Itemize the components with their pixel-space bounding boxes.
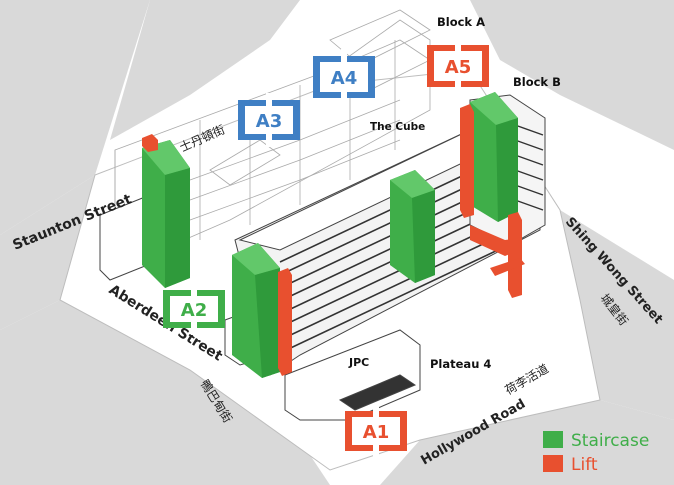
staircase-markers: [142, 92, 518, 378]
legend-lift-label: Lift: [571, 455, 598, 475]
label-jpc: JPC: [348, 356, 369, 369]
label-block-b: Block B: [513, 75, 561, 89]
label-block-a: Block A: [437, 15, 485, 29]
legend: Staircase Lift: [543, 431, 649, 475]
marker-a4-label: A4: [331, 68, 357, 89]
marker-a3: A3: [238, 93, 300, 147]
marker-a3-label: A3: [256, 111, 282, 132]
marker-a1-label: A1: [363, 422, 389, 443]
entrance-markers: A1 A2 A3 A4 A5: [163, 38, 489, 458]
lift-blockb: [460, 104, 474, 218]
marker-a2: A2: [163, 283, 225, 335]
legend-staircase-label: Staircase: [571, 431, 649, 451]
label-the-cube: The Cube: [370, 121, 425, 133]
staircase-centre: [232, 243, 280, 378]
lift-west: [142, 134, 158, 152]
marker-a5-label: A5: [445, 57, 471, 78]
lift-markers: [142, 104, 525, 376]
label-plateau-4: Plateau 4: [430, 357, 491, 371]
lift-centre: [278, 268, 292, 376]
marker-a4: A4: [313, 49, 375, 105]
lift-bridge: [470, 212, 525, 298]
marker-a1: A1: [345, 404, 407, 458]
legend-staircase-swatch: [543, 431, 563, 448]
building-labels: Block A Block B The Cube JPC Plateau 4: [348, 15, 561, 371]
staircase-blockb: [470, 92, 518, 222]
legend-lift-swatch: [543, 455, 563, 472]
marker-a5: A5: [427, 38, 489, 94]
marker-a2-label: A2: [181, 300, 207, 321]
staircase-west: [142, 140, 190, 288]
staircase-mid: [390, 170, 435, 283]
